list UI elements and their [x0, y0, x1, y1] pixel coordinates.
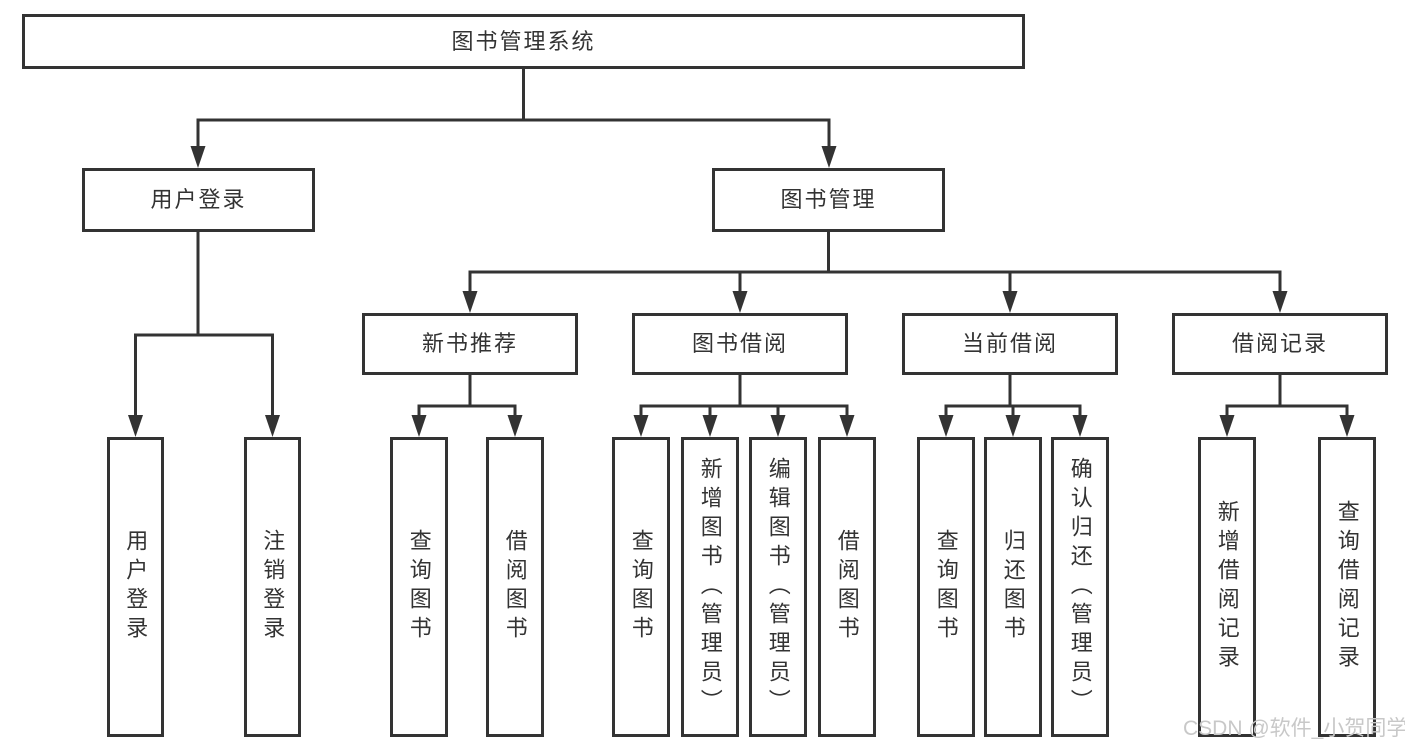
node-new-book-recommend: 新书推荐 — [362, 313, 578, 375]
leaf-return-book: 归还图书 — [984, 437, 1042, 737]
node-book-borrowing: 图书借阅 — [632, 313, 848, 375]
arrowheads — [128, 146, 1355, 437]
node-root-system: 图书管理系统 — [22, 14, 1025, 69]
leaf-add-book-admin: 新增图书（管理员） — [681, 437, 739, 737]
leaf-edit-book-admin: 编辑图书（管理员） — [749, 437, 807, 737]
leaf-confirm-return-admin: 确认归还（管理员） — [1051, 437, 1109, 737]
node-borrowing-records: 借阅记录 — [1172, 313, 1388, 375]
leaf-query-borrow-record: 查询借阅记录 — [1318, 437, 1376, 737]
csdn-watermark: CSDN @软件_小贺同学 — [1183, 717, 1405, 740]
leaf-add-borrow-record: 新增借阅记录 — [1198, 437, 1256, 737]
leaf-query-book-current: 查询图书 — [917, 437, 975, 737]
leaf-logout: 注销登录 — [244, 437, 301, 737]
leaf-query-book-recommend: 查询图书 — [390, 437, 448, 737]
node-book-management: 图书管理 — [712, 168, 945, 232]
node-current-borrowing: 当前借阅 — [902, 313, 1118, 375]
leaf-user-login: 用户登录 — [107, 437, 164, 737]
node-user-login: 用户登录 — [82, 168, 315, 232]
leaf-borrow-book-recommend: 借阅图书 — [486, 437, 544, 737]
leaf-borrow-book-borrowing: 借阅图书 — [818, 437, 876, 737]
leaf-query-book-borrowing: 查询图书 — [612, 437, 670, 737]
